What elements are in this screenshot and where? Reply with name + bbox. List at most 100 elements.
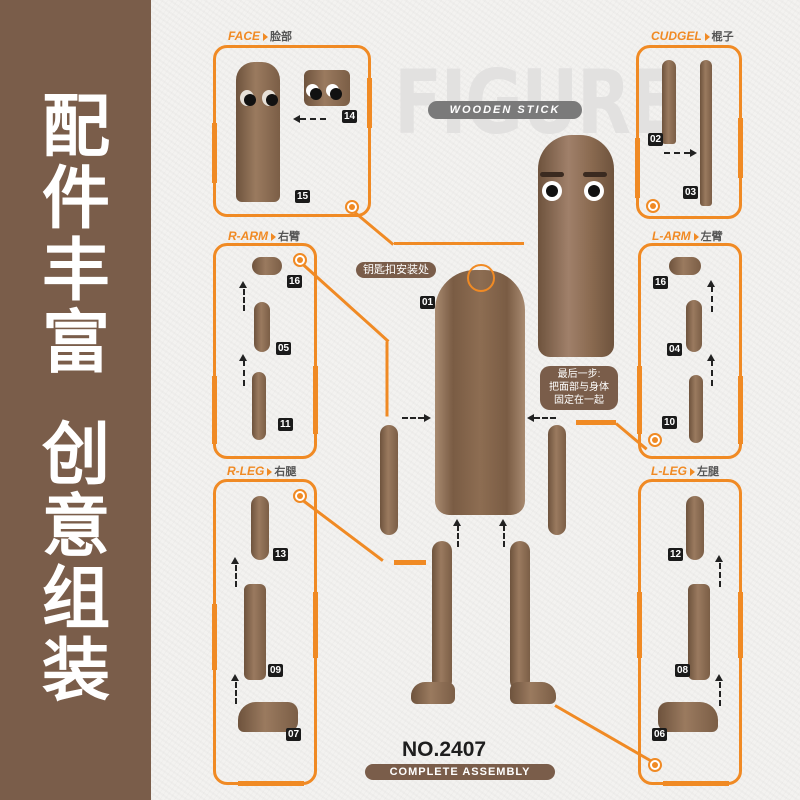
dashed-arrow: [235, 682, 237, 704]
frame-accent: [212, 376, 217, 444]
body-shell-part: [435, 270, 525, 515]
part-number: 13: [273, 548, 289, 561]
r-arm-cn: 右臂: [278, 231, 300, 243]
part-number: 04: [667, 343, 683, 356]
r-leg-en: R-LEG: [227, 464, 265, 478]
eye-icon: [584, 181, 604, 201]
r-leg-cn: 右腿: [274, 466, 297, 478]
eyebrow: [583, 172, 607, 177]
frame-accent: [313, 592, 318, 658]
shoulder-part: [252, 257, 282, 275]
arrow-up-icon: [715, 555, 723, 562]
frame-accent: [738, 376, 743, 444]
dashed-arrow: [711, 286, 713, 312]
assembled-right-foot: [411, 682, 455, 704]
final-step-line: 固定在一起: [554, 395, 604, 406]
dashed-arrow: [664, 152, 690, 154]
slogan-char: 件: [41, 160, 110, 239]
r-leg-header: R-LEG 右腿: [227, 463, 296, 479]
r-arm-en: R-ARM: [228, 229, 268, 243]
part-number: 11: [278, 418, 293, 431]
connector-line: [394, 560, 426, 565]
slogan-creative-assembly: 创 意 组 装: [38, 420, 114, 708]
connector-dot: [648, 758, 662, 772]
triangle-icon: [263, 32, 269, 41]
keychain-highlight-ring: [467, 264, 495, 292]
frame-accent: [738, 592, 743, 658]
shin-part: [688, 584, 710, 680]
part-number: 14: [342, 110, 358, 123]
part-number: 08: [675, 664, 691, 677]
final-step-line: 最后一步:: [557, 369, 601, 380]
part-number: 05: [276, 342, 292, 355]
assembled-left-arm: [548, 425, 566, 535]
frame-accent: [238, 781, 304, 786]
connector-line: [394, 242, 524, 245]
frame-accent: [212, 604, 217, 670]
part-number: 10: [662, 416, 678, 429]
dashed-arrow: [300, 118, 326, 120]
triangle-icon: [267, 467, 273, 476]
slogan-char: 丰: [41, 232, 110, 311]
l-leg-panel: [637, 479, 743, 786]
mask-eye-hole: [262, 90, 278, 106]
dashed-arrow: [534, 417, 556, 419]
connector-line: [576, 420, 616, 425]
part-number: 06: [652, 728, 668, 741]
slogan-char: 富: [41, 304, 110, 383]
dashed-arrow: [235, 565, 237, 587]
foot-part: [658, 702, 718, 732]
subtitle-pill: WOODEN STICK: [428, 101, 582, 119]
slogan-char: 创: [41, 416, 110, 495]
l-arm-en: L-ARM: [652, 229, 691, 243]
assembled-left-leg: [510, 541, 530, 691]
l-leg-en: L-LEG: [651, 464, 687, 478]
connector-dot: [648, 433, 662, 447]
dashed-arrow: [243, 289, 245, 311]
slogan-rich-accessories: 配 件 丰 富: [38, 92, 114, 380]
part-number: 12: [668, 548, 684, 561]
cudgel-full-part: [700, 60, 712, 206]
shin-part: [244, 584, 266, 680]
assembled-right-arm: [380, 425, 398, 535]
part-number: 09: [268, 664, 284, 677]
arrow-up-icon: [239, 354, 247, 361]
shoulder-part: [669, 257, 701, 275]
cudgel-panel: [635, 45, 743, 219]
part-number: 15: [295, 190, 311, 203]
arrow-right-icon: [690, 149, 697, 157]
assembly-pill: COMPLETE ASSEMBLY: [365, 764, 555, 780]
eye-icon: [306, 84, 322, 100]
face-panel: [212, 45, 372, 217]
arrow-up-icon: [707, 280, 715, 287]
arrow-up-icon: [231, 674, 239, 681]
frame-accent: [663, 781, 729, 786]
part-number: 01: [420, 296, 436, 309]
dashed-arrow: [719, 563, 721, 587]
dashed-arrow: [402, 417, 424, 419]
final-step-bubble: 最后一步: 把面部与身体 固定在一起: [540, 366, 618, 410]
arrow-left-icon: [527, 414, 534, 422]
cudgel-top-part: [662, 60, 676, 144]
forearm-part: [689, 375, 703, 443]
connector-dot: [646, 199, 660, 213]
part-number: 16: [287, 275, 303, 288]
r-arm-header: R-ARM 右臂: [228, 228, 300, 244]
slogan-char: 组: [41, 560, 110, 639]
frame-accent: [367, 78, 372, 128]
thigh-part: [251, 496, 269, 560]
frame-accent: [313, 366, 318, 434]
l-arm-panel: [637, 243, 743, 459]
dashed-arrow: [711, 360, 713, 386]
l-leg-cn: 左腿: [697, 466, 719, 478]
arrow-left-icon: [293, 115, 300, 123]
part-number: 02: [648, 133, 664, 146]
r-leg-panel: [212, 479, 318, 786]
part-number: 16: [653, 276, 669, 289]
cudgel-cn: 棍子: [711, 31, 734, 43]
dashed-arrow: [503, 525, 505, 547]
l-leg-header: L-LEG 左腿: [651, 463, 719, 479]
